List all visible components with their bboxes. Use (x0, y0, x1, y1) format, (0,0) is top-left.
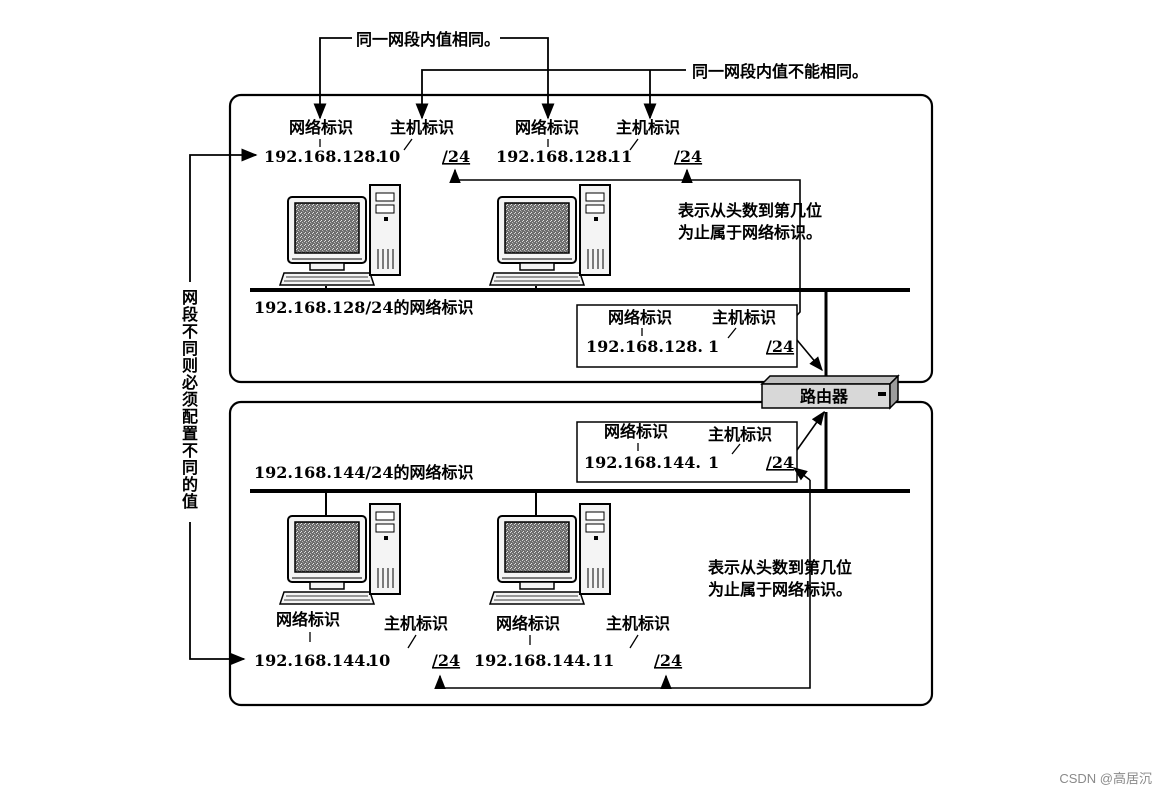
top-host2-network: 192.168.128. (496, 147, 613, 166)
top-router-network: 192.168.128. (586, 337, 703, 356)
bottom-host2-network-id-label: 网络标识 (496, 614, 560, 633)
bottom-host2-prefix: /24 (654, 651, 682, 670)
top-router-host-id-label: 主机标识 (712, 308, 776, 327)
top-prefix-note-line1: 表示从头数到第几位 (677, 201, 822, 220)
bottom-prefix-connector (434, 467, 811, 689)
same-value-bracket (313, 37, 555, 120)
top-host2-prefix: /24 (674, 147, 702, 166)
side-bracket (189, 148, 258, 666)
top-interface-to-router-arrow (796, 339, 823, 372)
bottom-prefix-note-line1: 表示从头数到第几位 (707, 558, 852, 577)
top-router-network-id-label: 网络标识 (608, 308, 672, 327)
desktop-computer-icon (489, 503, 611, 605)
bottom-host1-host: 10 (368, 651, 390, 670)
top-host2-host: 11 (610, 147, 632, 166)
bottom-router-network-id-label: 网络标识 (604, 422, 668, 441)
top-host1-network: 192.168.128. (264, 147, 381, 166)
bottom-host2-host: 11 (592, 651, 614, 670)
top-router-interface-box (576, 304, 798, 368)
bottom-host1-network-id-label: 网络标识 (276, 610, 340, 629)
desktop-computer-icon (279, 184, 401, 286)
top-router-host: 1 (708, 337, 719, 356)
router-icon (760, 374, 900, 410)
bottom-network-label: 192.168.144/24的网络标识 (254, 463, 473, 482)
bottom-interface-to-router-arrow (796, 410, 825, 451)
bottom-host2-network: 192.168.144. (474, 651, 591, 670)
top-host1-host: 10 (378, 147, 400, 166)
bottom-router-prefix: /24 (766, 453, 794, 472)
top-host1-host-id-label: 主机标识 (390, 118, 454, 137)
bottom-router-network: 192.168.144. (584, 453, 701, 472)
top-router-prefix: /24 (766, 337, 794, 356)
top-host1-prefix: /24 (442, 147, 470, 166)
bottom-router-host: 1 (708, 453, 719, 472)
bottom-host1-prefix: /24 (432, 651, 460, 670)
top-host2-host-id-label: 主机标识 (616, 118, 680, 137)
top-host2-network-id-label: 网络标识 (515, 118, 579, 137)
top-network-label: 192.168.128/24的网络标识 (254, 298, 473, 317)
bottom-prefix-note-line2: 为止属于网络标识。 (708, 580, 852, 599)
top-ticks (319, 138, 639, 151)
desktop-computer-icon (489, 184, 611, 286)
watermark: CSDN @高居沉 (1059, 771, 1152, 786)
top-host1-network-id-label: 网络标识 (289, 118, 353, 137)
bottom-router-interface-box (576, 421, 798, 483)
bottom-host1-host-id-label: 主机标识 (384, 614, 448, 633)
different-value-annotation: 同一网段内值不能相同。 (692, 62, 868, 81)
same-value-annotation: 同一网段内值相同。 (356, 30, 500, 49)
side-label-vertical: 网段不同则必须配置不同的值 (181, 288, 199, 511)
top-prefix-note-line2: 为止属于网络标识。 (678, 223, 822, 242)
bottom-host2-host-id-label: 主机标识 (606, 614, 670, 633)
bottom-router-host-id-label: 主机标识 (708, 425, 772, 444)
bottom-host1-network: 192.168.144. (254, 651, 371, 670)
bottom-segment-box (228, 400, 934, 707)
router-label: 路由器 (800, 387, 849, 406)
top-segment-box (228, 93, 934, 384)
bottom-ticks (309, 632, 639, 649)
desktop-computer-icon (279, 503, 401, 605)
